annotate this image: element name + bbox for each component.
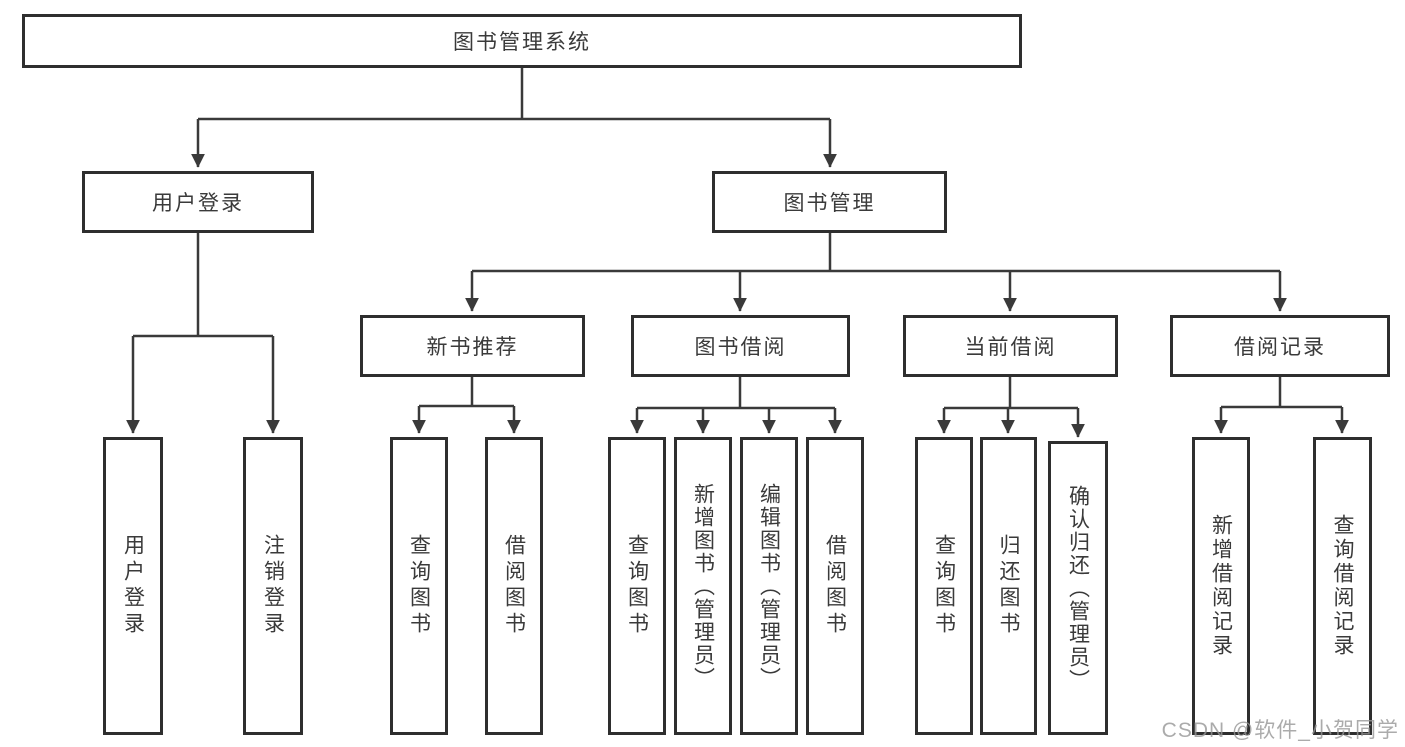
node-current-borrow: 当前借阅 bbox=[903, 315, 1118, 377]
leaf-add-books-admin: 新增图书（管理员） bbox=[674, 437, 732, 735]
leaf-logout: 注销登录 bbox=[243, 437, 303, 735]
leaf-return-books: 归还图书 bbox=[980, 437, 1037, 735]
leaf-edit-books-admin: 编辑图书（管理员） bbox=[740, 437, 798, 735]
leaf-borrow-query-books: 查询图书 bbox=[608, 437, 666, 735]
node-new-book-recommend: 新书推荐 bbox=[360, 315, 585, 377]
connector-group bbox=[126, 68, 1349, 438]
node-user-login: 用户登录 bbox=[82, 171, 314, 233]
csdn-watermark: CSDN @软件_小贺同学 bbox=[1161, 719, 1399, 742]
leaf-confirm-return-admin: 确认归还（管理员） bbox=[1048, 441, 1108, 735]
leaf-borrow-borrow-books: 借阅图书 bbox=[806, 437, 864, 735]
node-book-management: 图书管理 bbox=[712, 171, 947, 233]
node-book-borrow: 图书借阅 bbox=[631, 315, 850, 377]
leaf-query-borrow-record: 查询借阅记录 bbox=[1313, 437, 1372, 735]
leaf-recommend-query-books: 查询图书 bbox=[390, 437, 448, 735]
leaf-recommend-borrow-books: 借阅图书 bbox=[485, 437, 543, 735]
leaf-add-borrow-record: 新增借阅记录 bbox=[1192, 437, 1250, 735]
node-root-library-management-system: 图书管理系统 bbox=[22, 14, 1022, 68]
leaf-user-login: 用户登录 bbox=[103, 437, 163, 735]
leaf-current-query-books: 查询图书 bbox=[915, 437, 973, 735]
node-borrow-records: 借阅记录 bbox=[1170, 315, 1390, 377]
